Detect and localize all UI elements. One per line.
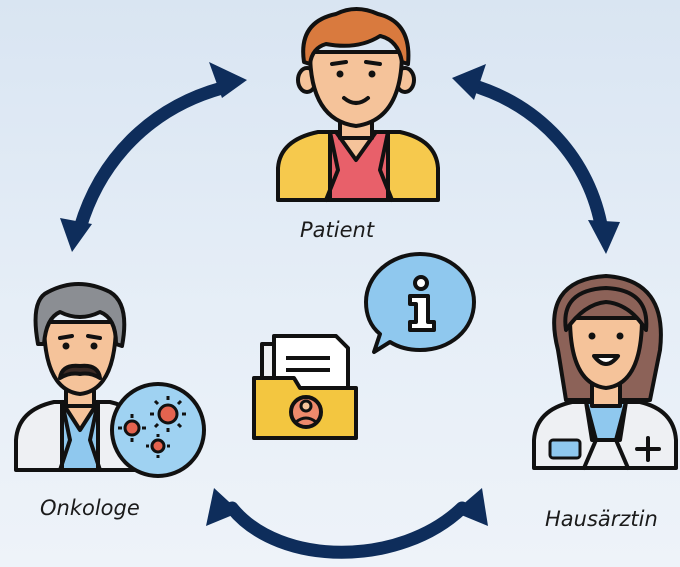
arrowhead-icon: [452, 64, 486, 100]
arrowhead-icon: [60, 218, 92, 252]
info-speech-bubble-icon: [364, 252, 476, 354]
virus-cells-icon: [110, 382, 206, 478]
patient-avatar-icon: [276, 7, 440, 202]
label-patient: Patient: [300, 218, 375, 242]
arrow-oncologist-gp: [206, 488, 488, 559]
patient-record-folder-icon: [252, 334, 358, 440]
label-oncologist: Onkologe: [40, 496, 140, 520]
arrow-patient-oncologist: [60, 62, 247, 252]
label-gp: Hausärztin: [545, 507, 658, 531]
arrow-patient-gp: [452, 64, 620, 254]
arrowhead-icon: [206, 488, 240, 526]
arrowhead-icon: [588, 220, 620, 254]
arrowhead-icon: [454, 488, 488, 526]
general-practitioner-avatar-icon: [532, 274, 678, 470]
arrowhead-icon: [209, 62, 247, 98]
